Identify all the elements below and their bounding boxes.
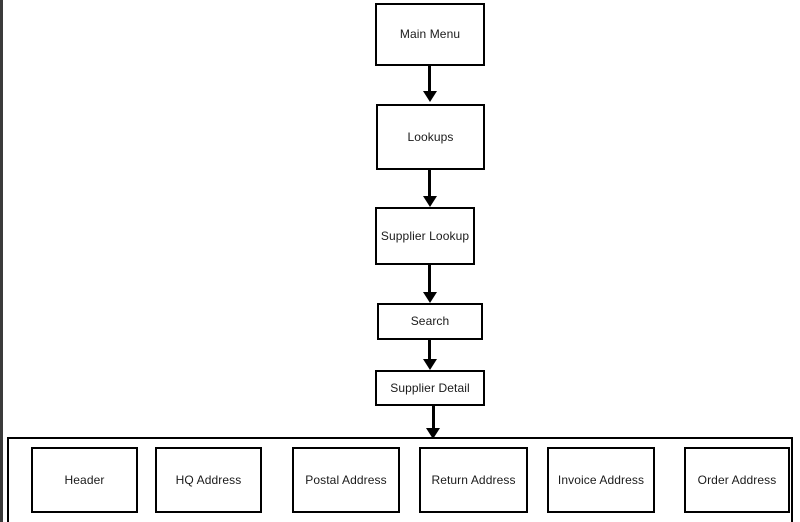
flow-node-lookups[interactable]: Lookups xyxy=(376,104,485,170)
page-rule-left xyxy=(0,0,3,522)
flow-node-search[interactable]: Search xyxy=(377,303,483,340)
connector-lookups-to-supplier-lookup xyxy=(428,170,431,198)
detail-section-label: Return Address xyxy=(431,472,516,487)
detail-section-postal-address[interactable]: Postal Address xyxy=(292,447,400,513)
detail-section-invoice-address[interactable]: Invoice Address xyxy=(547,447,655,513)
flow-node-label: Supplier Lookup xyxy=(380,228,470,243)
arrowhead-icon-search xyxy=(423,292,437,303)
detail-section-header[interactable]: Header xyxy=(31,447,138,513)
detail-section-label: HQ Address xyxy=(175,472,242,487)
flow-node-label: Supplier Detail xyxy=(390,380,470,395)
flow-node-supplier-lookup[interactable]: Supplier Lookup xyxy=(375,207,475,265)
connector-supplier-lookup-to-search xyxy=(428,265,431,293)
arrowhead-icon-supplier-lookup xyxy=(423,196,437,207)
connector-supplier-detail-to-sections xyxy=(432,406,435,431)
detail-section-hq-address[interactable]: HQ Address xyxy=(155,447,262,513)
flow-node-label: Search xyxy=(410,314,450,329)
connector-main-menu-to-lookups xyxy=(428,66,431,93)
detail-section-label: Invoice Address xyxy=(557,472,645,487)
arrowhead-icon-lookups xyxy=(423,91,437,102)
detail-section-label: Header xyxy=(64,472,105,487)
detail-section-label: Order Address xyxy=(697,472,777,487)
flow-node-main-menu[interactable]: Main Menu xyxy=(375,3,485,66)
flow-node-label: Lookups xyxy=(407,129,454,144)
flow-node-label: Main Menu xyxy=(399,27,461,42)
detail-section-order-address[interactable]: Order Address xyxy=(684,447,790,513)
arrowhead-icon-detail-sections xyxy=(426,428,440,439)
arrowhead-icon-supplier-detail xyxy=(423,359,437,370)
flow-node-supplier-detail[interactable]: Supplier Detail xyxy=(375,370,485,406)
connector-search-to-supplier-detail xyxy=(428,340,431,362)
detail-section-return-address[interactable]: Return Address xyxy=(419,447,528,513)
detail-sections-group xyxy=(7,437,793,522)
detail-section-label: Postal Address xyxy=(305,472,387,487)
